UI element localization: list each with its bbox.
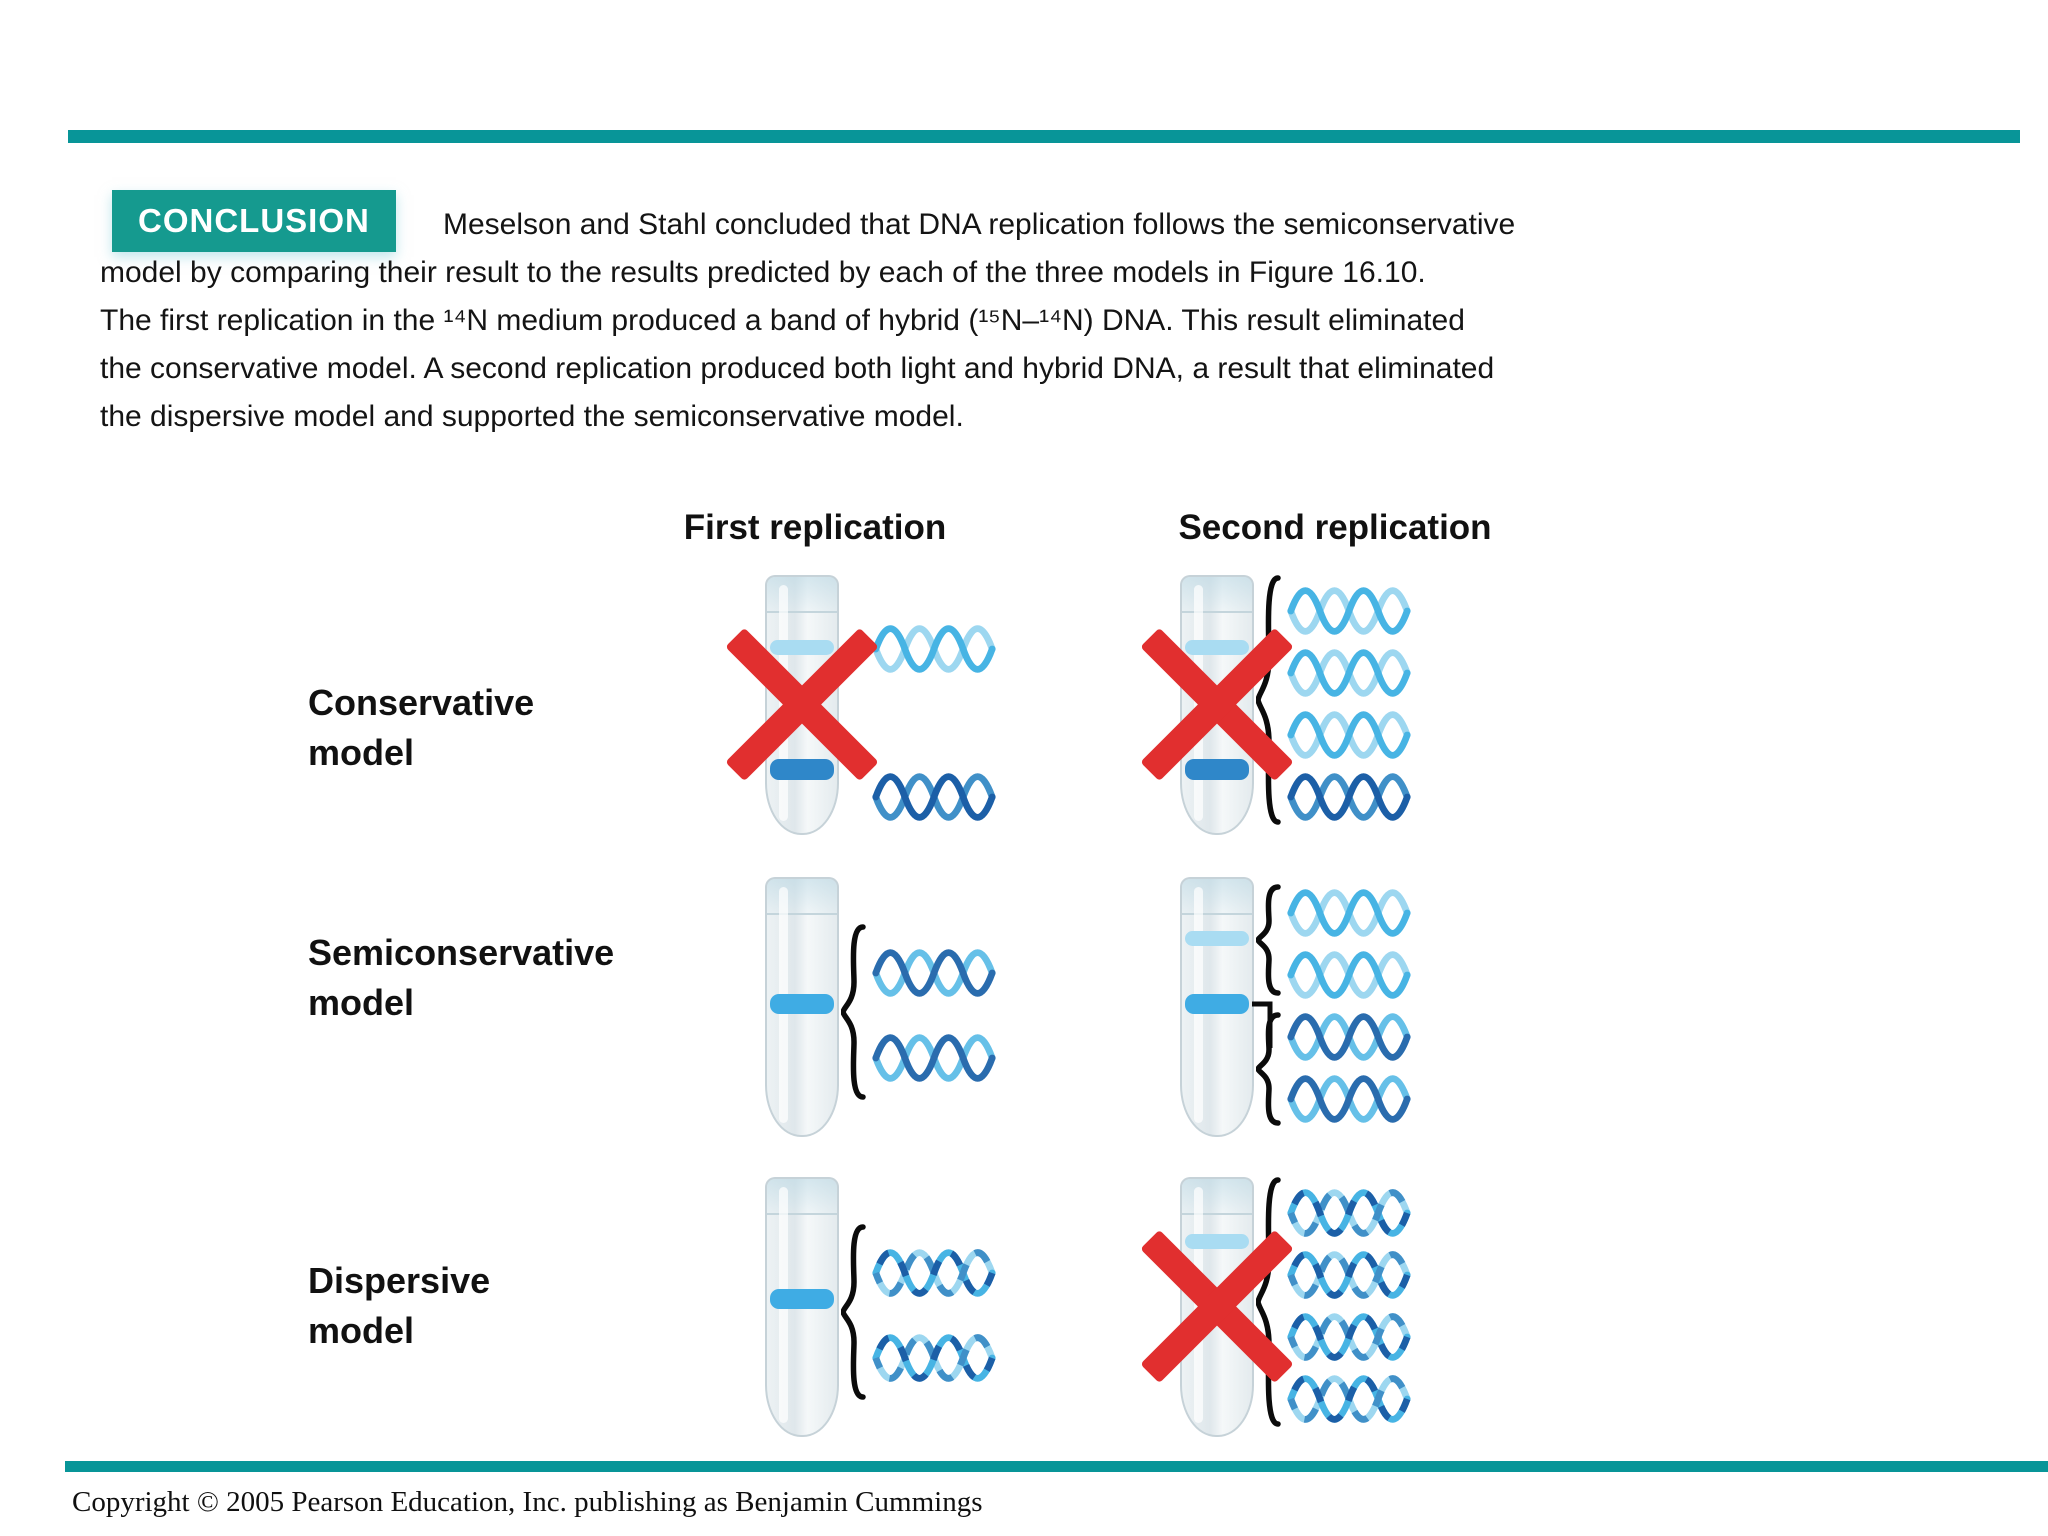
dispersive-second-replication-figure [1140, 1172, 1590, 1447]
dna-helix-icon [1287, 1251, 1411, 1299]
semiconservative-second-replication-figure [1150, 872, 1590, 1147]
row-label-line: Semiconservative [308, 932, 615, 973]
row-label-line: model [308, 732, 415, 773]
dna-helix-icon [1287, 951, 1411, 999]
tube-rim [767, 879, 837, 915]
red-x-icon [725, 627, 879, 782]
dna-helix-icon [1287, 649, 1411, 697]
dna-helix-icon [1287, 889, 1411, 937]
conclusion-paragraph-line: the dispersive model and supported the s… [100, 400, 964, 433]
conclusion-paragraph-line: model by comparing their result to the r… [100, 256, 1426, 289]
density-band [1185, 640, 1249, 655]
dna-helix-icon [1287, 1013, 1411, 1061]
test-tube [765, 877, 839, 1137]
red-x-icon [1140, 627, 1294, 782]
row-label-line: Dispersive [308, 1260, 491, 1301]
test-tube [1180, 877, 1254, 1137]
conclusion-paragraph-line: Meselson and Stahl concluded that DNA re… [443, 208, 1516, 241]
column-header-first-replication: First replication [683, 508, 947, 547]
copyright-text: Copyright © 2005 Pearson Education, Inc.… [72, 1486, 983, 1518]
conservative-second-replication-figure [1140, 570, 1590, 845]
row-label-line: Conservative [308, 682, 535, 723]
conclusion-paragraph-line: the conservative model. A second replica… [100, 352, 1495, 385]
brace-icon [841, 1224, 866, 1400]
semiconservative-first-replication-figure [735, 872, 1175, 1147]
dna-helix-icon [1287, 1313, 1411, 1361]
dna-helix-icon [1287, 1189, 1411, 1237]
band-connector-line [1252, 1001, 1273, 1048]
conservative-first-replication-figure [725, 570, 1175, 845]
density-band [770, 640, 834, 655]
dna-helix-icon [1287, 587, 1411, 635]
conclusion-paragraph-line: The first replication in the ¹⁴N medium … [100, 304, 1465, 337]
dispersive-first-replication-figure [735, 1172, 1175, 1447]
row-label-conservative-model: Conservative model [308, 678, 534, 778]
dna-helix-icon [872, 949, 996, 997]
dna-helix-icon [872, 1034, 996, 1082]
density-band [1185, 759, 1249, 780]
dna-helix-icon [1287, 1075, 1411, 1123]
brace-icon [841, 924, 866, 1100]
test-tube [765, 1177, 839, 1437]
density-band [1185, 931, 1249, 946]
tube-rim [767, 577, 837, 613]
tube-rim [1182, 1179, 1252, 1215]
top-divider [68, 130, 2020, 143]
tube-rim [1182, 577, 1252, 613]
dna-helix-icon [872, 1334, 996, 1382]
row-label-line: model [308, 982, 415, 1023]
dna-helix-icon [872, 1249, 996, 1297]
red-x-icon [1140, 1229, 1294, 1384]
density-band [770, 994, 834, 1014]
density-band [1185, 1234, 1249, 1249]
dna-helix-icon [1287, 1375, 1411, 1423]
row-label-semiconservative-model: Semiconservative model [308, 928, 614, 1028]
bottom-divider [65, 1461, 2048, 1472]
dna-helix-icon [1287, 773, 1411, 821]
conclusion-badge: CONCLUSION [112, 190, 396, 252]
density-band [770, 759, 834, 780]
density-band [1185, 994, 1249, 1014]
row-label-dispersive-model: Dispersive model [308, 1256, 490, 1356]
tube-rim [1182, 879, 1252, 915]
density-band [770, 1289, 834, 1309]
dna-helix-icon [872, 625, 996, 673]
brace-icon [1256, 884, 1281, 996]
row-label-line: model [308, 1310, 415, 1351]
dna-helix-icon [1287, 711, 1411, 759]
tube-rim [767, 1179, 837, 1215]
dna-helix-icon [872, 773, 996, 821]
test-tube [765, 575, 839, 835]
column-header-second-replication: Second replication [1178, 508, 1492, 547]
